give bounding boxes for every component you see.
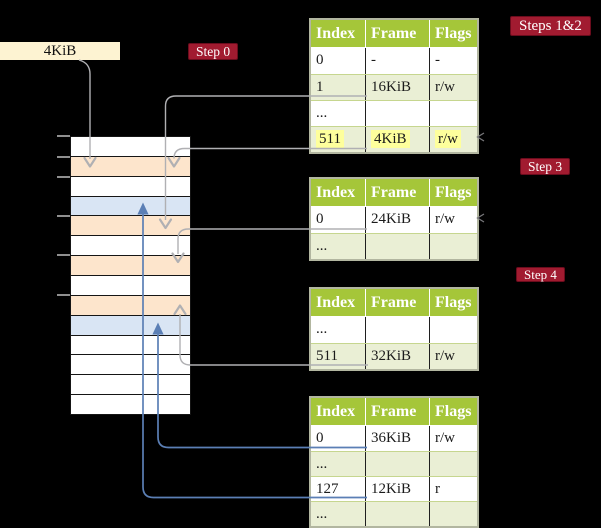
cell-flags: r/w bbox=[429, 127, 477, 152]
memory-frame-row bbox=[71, 315, 190, 336]
cell-frame: 32KiB bbox=[365, 344, 429, 369]
address-tick bbox=[57, 294, 70, 296]
table-row: ... bbox=[311, 317, 477, 343]
highlight: 4KiB bbox=[371, 130, 410, 148]
cell-index: 127 bbox=[316, 481, 339, 497]
cell-frame: 4KiB bbox=[365, 127, 429, 152]
label-steps-1-2: Steps 1&2 bbox=[510, 16, 591, 36]
cell-frame: 12KiB bbox=[365, 477, 429, 501]
cell-index: ... bbox=[316, 456, 328, 472]
memory-frame-row bbox=[71, 236, 190, 257]
table-row: ... bbox=[311, 233, 477, 259]
cell-index: 1 bbox=[316, 79, 324, 95]
cell-flags: r/w bbox=[429, 207, 477, 233]
cell-index: 0 bbox=[316, 52, 324, 68]
table-row: 0 - - bbox=[311, 48, 477, 74]
column-header-index: Index bbox=[316, 294, 356, 311]
memory-frame-row bbox=[71, 276, 190, 296]
cell-flags: - bbox=[429, 48, 477, 74]
column-header-index: Index bbox=[316, 184, 356, 201]
cell-flags: r/w bbox=[429, 344, 477, 369]
table-header-row: Index Frame Flags bbox=[311, 20, 477, 48]
address-tick bbox=[57, 214, 70, 217]
memory-frame-row bbox=[71, 137, 190, 157]
cell-frame bbox=[365, 317, 429, 343]
column-header-flags: Flags bbox=[429, 289, 477, 316]
table-row: ... bbox=[311, 501, 477, 526]
cell-index: ... bbox=[316, 105, 328, 121]
column-header-frame: Frame bbox=[365, 289, 429, 316]
page-table-3: Index Frame Flags ... 511 32KiB r/w bbox=[309, 287, 479, 371]
cell-frame bbox=[365, 234, 429, 259]
table-row-highlighted: 511 4KiB r/w bbox=[311, 126, 477, 152]
cell-index: 511 bbox=[316, 348, 338, 364]
page-table-2: Index Frame Flags 0 24KiB r/w ... bbox=[309, 177, 479, 261]
cell-flags bbox=[429, 317, 477, 343]
cell-flags bbox=[429, 234, 477, 259]
cell-flags bbox=[429, 101, 477, 126]
table-row: ... bbox=[311, 451, 477, 476]
page-size-box: 4KiB bbox=[0, 42, 120, 60]
cell-frame bbox=[365, 101, 429, 126]
table-row: 127 12KiB r bbox=[311, 476, 477, 501]
cell-flags bbox=[429, 502, 477, 526]
address-tick bbox=[57, 175, 70, 178]
memory-frame-row bbox=[71, 375, 190, 396]
address-tick bbox=[57, 156, 70, 158]
cell-frame: 16KiB bbox=[365, 75, 429, 100]
memory-frame-row bbox=[71, 196, 190, 217]
memory-frame-row bbox=[71, 156, 190, 177]
table-header-row: Index Frame Flags bbox=[311, 179, 477, 207]
cell-flags: r/w bbox=[429, 426, 477, 451]
memory-frame-row bbox=[71, 395, 190, 415]
physical-memory-column bbox=[70, 136, 191, 415]
table-header-row: Index Frame Flags bbox=[311, 289, 477, 317]
column-header-frame: Frame bbox=[365, 20, 429, 47]
cell-flags: r/w bbox=[429, 75, 477, 100]
cell-frame: - bbox=[365, 48, 429, 74]
cell-index: 511 bbox=[311, 127, 365, 152]
column-header-index: Index bbox=[316, 25, 356, 42]
cell-index: ... bbox=[316, 238, 328, 254]
table-row: 1 16KiB r/w bbox=[311, 74, 477, 100]
cell-index: 0 bbox=[316, 211, 324, 227]
cell-index: ... bbox=[316, 321, 328, 337]
page-table-1: Index Frame Flags 0 - - 1 16KiB r/w ... … bbox=[309, 18, 479, 154]
cell-frame bbox=[365, 502, 429, 526]
column-header-frame: Frame bbox=[365, 398, 429, 425]
label-step-0: Step 0 bbox=[188, 43, 239, 60]
column-header-flags: Flags bbox=[429, 20, 477, 47]
memory-frame-row bbox=[71, 176, 190, 197]
table-row: 511 32KiB r/w bbox=[311, 343, 477, 369]
highlight: 511 bbox=[316, 130, 344, 148]
table-row: 0 24KiB r/w bbox=[311, 207, 477, 233]
memory-frame-row bbox=[71, 295, 190, 316]
label-step-4: Step 4 bbox=[516, 267, 565, 282]
column-header-frame: Frame bbox=[365, 179, 429, 206]
cell-index: 0 bbox=[316, 430, 324, 446]
cell-frame bbox=[365, 452, 429, 476]
cell-frame: 36KiB bbox=[365, 426, 429, 451]
cell-frame: 24KiB bbox=[365, 207, 429, 233]
highlight: r/w bbox=[435, 130, 461, 148]
page-table-4: Index Frame Flags 0 36KiB r/w ... 127 12… bbox=[309, 396, 479, 528]
memory-frame-row bbox=[71, 216, 190, 237]
cell-flags: r bbox=[429, 477, 477, 501]
label-step-3: Step 3 bbox=[520, 158, 571, 175]
table-row: 0 36KiB r/w bbox=[311, 426, 477, 451]
memory-frame-row bbox=[71, 355, 190, 376]
memory-frame-row bbox=[71, 335, 190, 356]
cell-index: ... bbox=[316, 506, 328, 522]
table-header-row: Index Frame Flags bbox=[311, 398, 477, 426]
column-header-index: Index bbox=[316, 403, 356, 420]
column-header-flags: Flags bbox=[429, 179, 477, 206]
table-row: ... bbox=[311, 100, 477, 126]
cell-flags bbox=[429, 452, 477, 476]
column-header-flags: Flags bbox=[429, 398, 477, 425]
address-tick bbox=[57, 134, 70, 137]
memory-frame-row bbox=[71, 256, 190, 277]
address-tick bbox=[57, 254, 70, 256]
